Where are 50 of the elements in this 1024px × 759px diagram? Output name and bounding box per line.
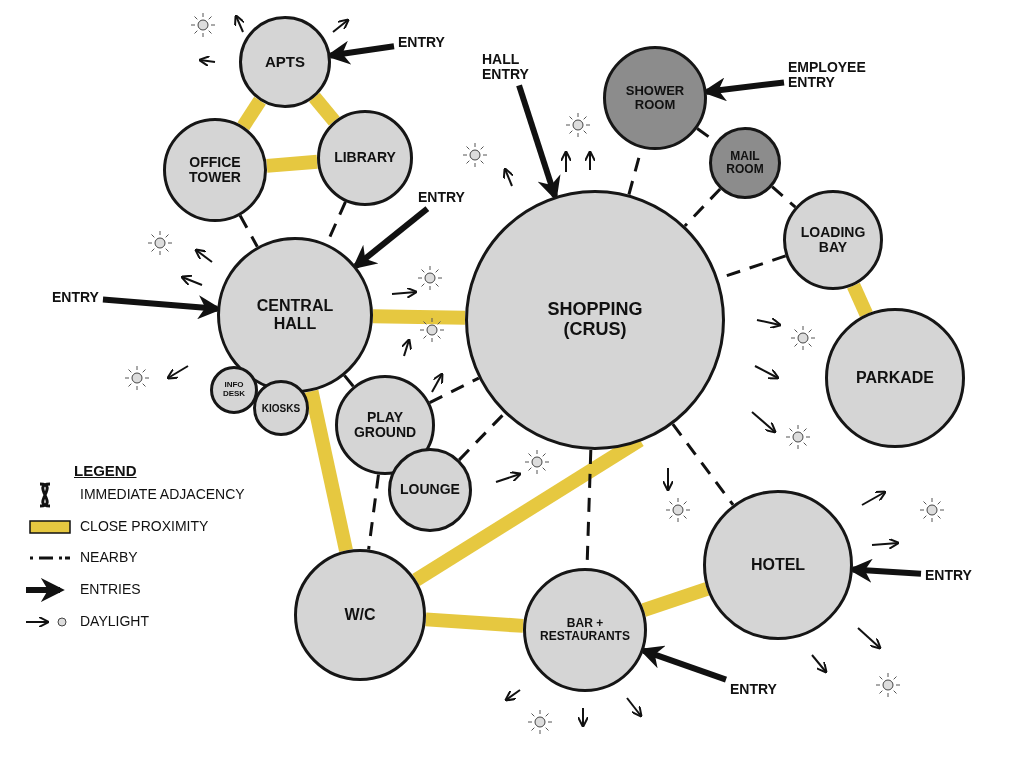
legend-label: ENTRIES <box>80 581 141 597</box>
entry-label: ENTRY <box>398 35 445 50</box>
legend-label: DAYLIGHT <box>80 613 149 629</box>
space-name: OFFICE TOWER <box>188 154 242 186</box>
space-name: HOTEL <box>750 556 806 574</box>
space-name: SHOPPING (CRUS) <box>546 300 644 340</box>
dashed-connector <box>458 412 506 461</box>
entry-label: ENTRY <box>52 290 99 305</box>
entry-label: ENTRY <box>418 190 465 205</box>
legend-label: IMMEDIATE ADJACENCY <box>80 486 245 502</box>
dashed-connector <box>343 374 355 388</box>
dashed-connector <box>671 423 735 506</box>
entry-label: EMPLOYEE ENTRY <box>788 60 908 90</box>
space-bubble <box>709 127 781 199</box>
space-name: INFO DESK <box>221 381 247 399</box>
space-name: KIOSKS <box>261 402 301 414</box>
entry-arrow <box>352 206 430 270</box>
space-name: MAIL ROOM <box>725 149 765 177</box>
space-bubble <box>239 16 331 108</box>
proximity-band <box>237 96 266 131</box>
legend-label: CLOSE PROXIMITY <box>80 518 209 534</box>
dashed-connector <box>429 376 480 404</box>
proximity-band <box>847 282 873 317</box>
space-bubble <box>253 380 309 436</box>
proximity-band <box>641 582 710 617</box>
proximity-band <box>425 612 524 633</box>
entry-label: HALL ENTRY <box>482 52 544 82</box>
dashed-connector <box>771 185 797 209</box>
proximity-band <box>309 92 340 126</box>
proximity-band <box>304 389 353 552</box>
dashed-connector <box>683 188 722 228</box>
space-bubble <box>335 375 435 475</box>
entry-label: ENTRY <box>925 568 972 583</box>
space-name: BAR + RESTAURANTS <box>539 616 631 644</box>
space-name: LOUNGE <box>400 482 460 498</box>
space-name: LOADING BAY <box>799 224 867 256</box>
dashed-connector <box>367 474 380 550</box>
legend-label: NEARBY <box>80 549 138 565</box>
space-name: W/C <box>344 606 376 624</box>
dashed-connector <box>238 214 259 248</box>
space-name: PARKADE <box>856 369 934 387</box>
space-name: LIBRARY <box>334 150 396 166</box>
space-name: CENTRAL HALL <box>255 297 335 333</box>
space-name: SHOWER ROOM <box>624 83 686 113</box>
proximity-band <box>266 154 318 173</box>
space-name: APTS <box>265 53 305 71</box>
space-name: PLAY GROUND <box>352 409 418 441</box>
space-bubble <box>210 366 258 414</box>
entry-label: ENTRY <box>730 682 777 697</box>
legend-title: LEGEND <box>74 462 137 479</box>
